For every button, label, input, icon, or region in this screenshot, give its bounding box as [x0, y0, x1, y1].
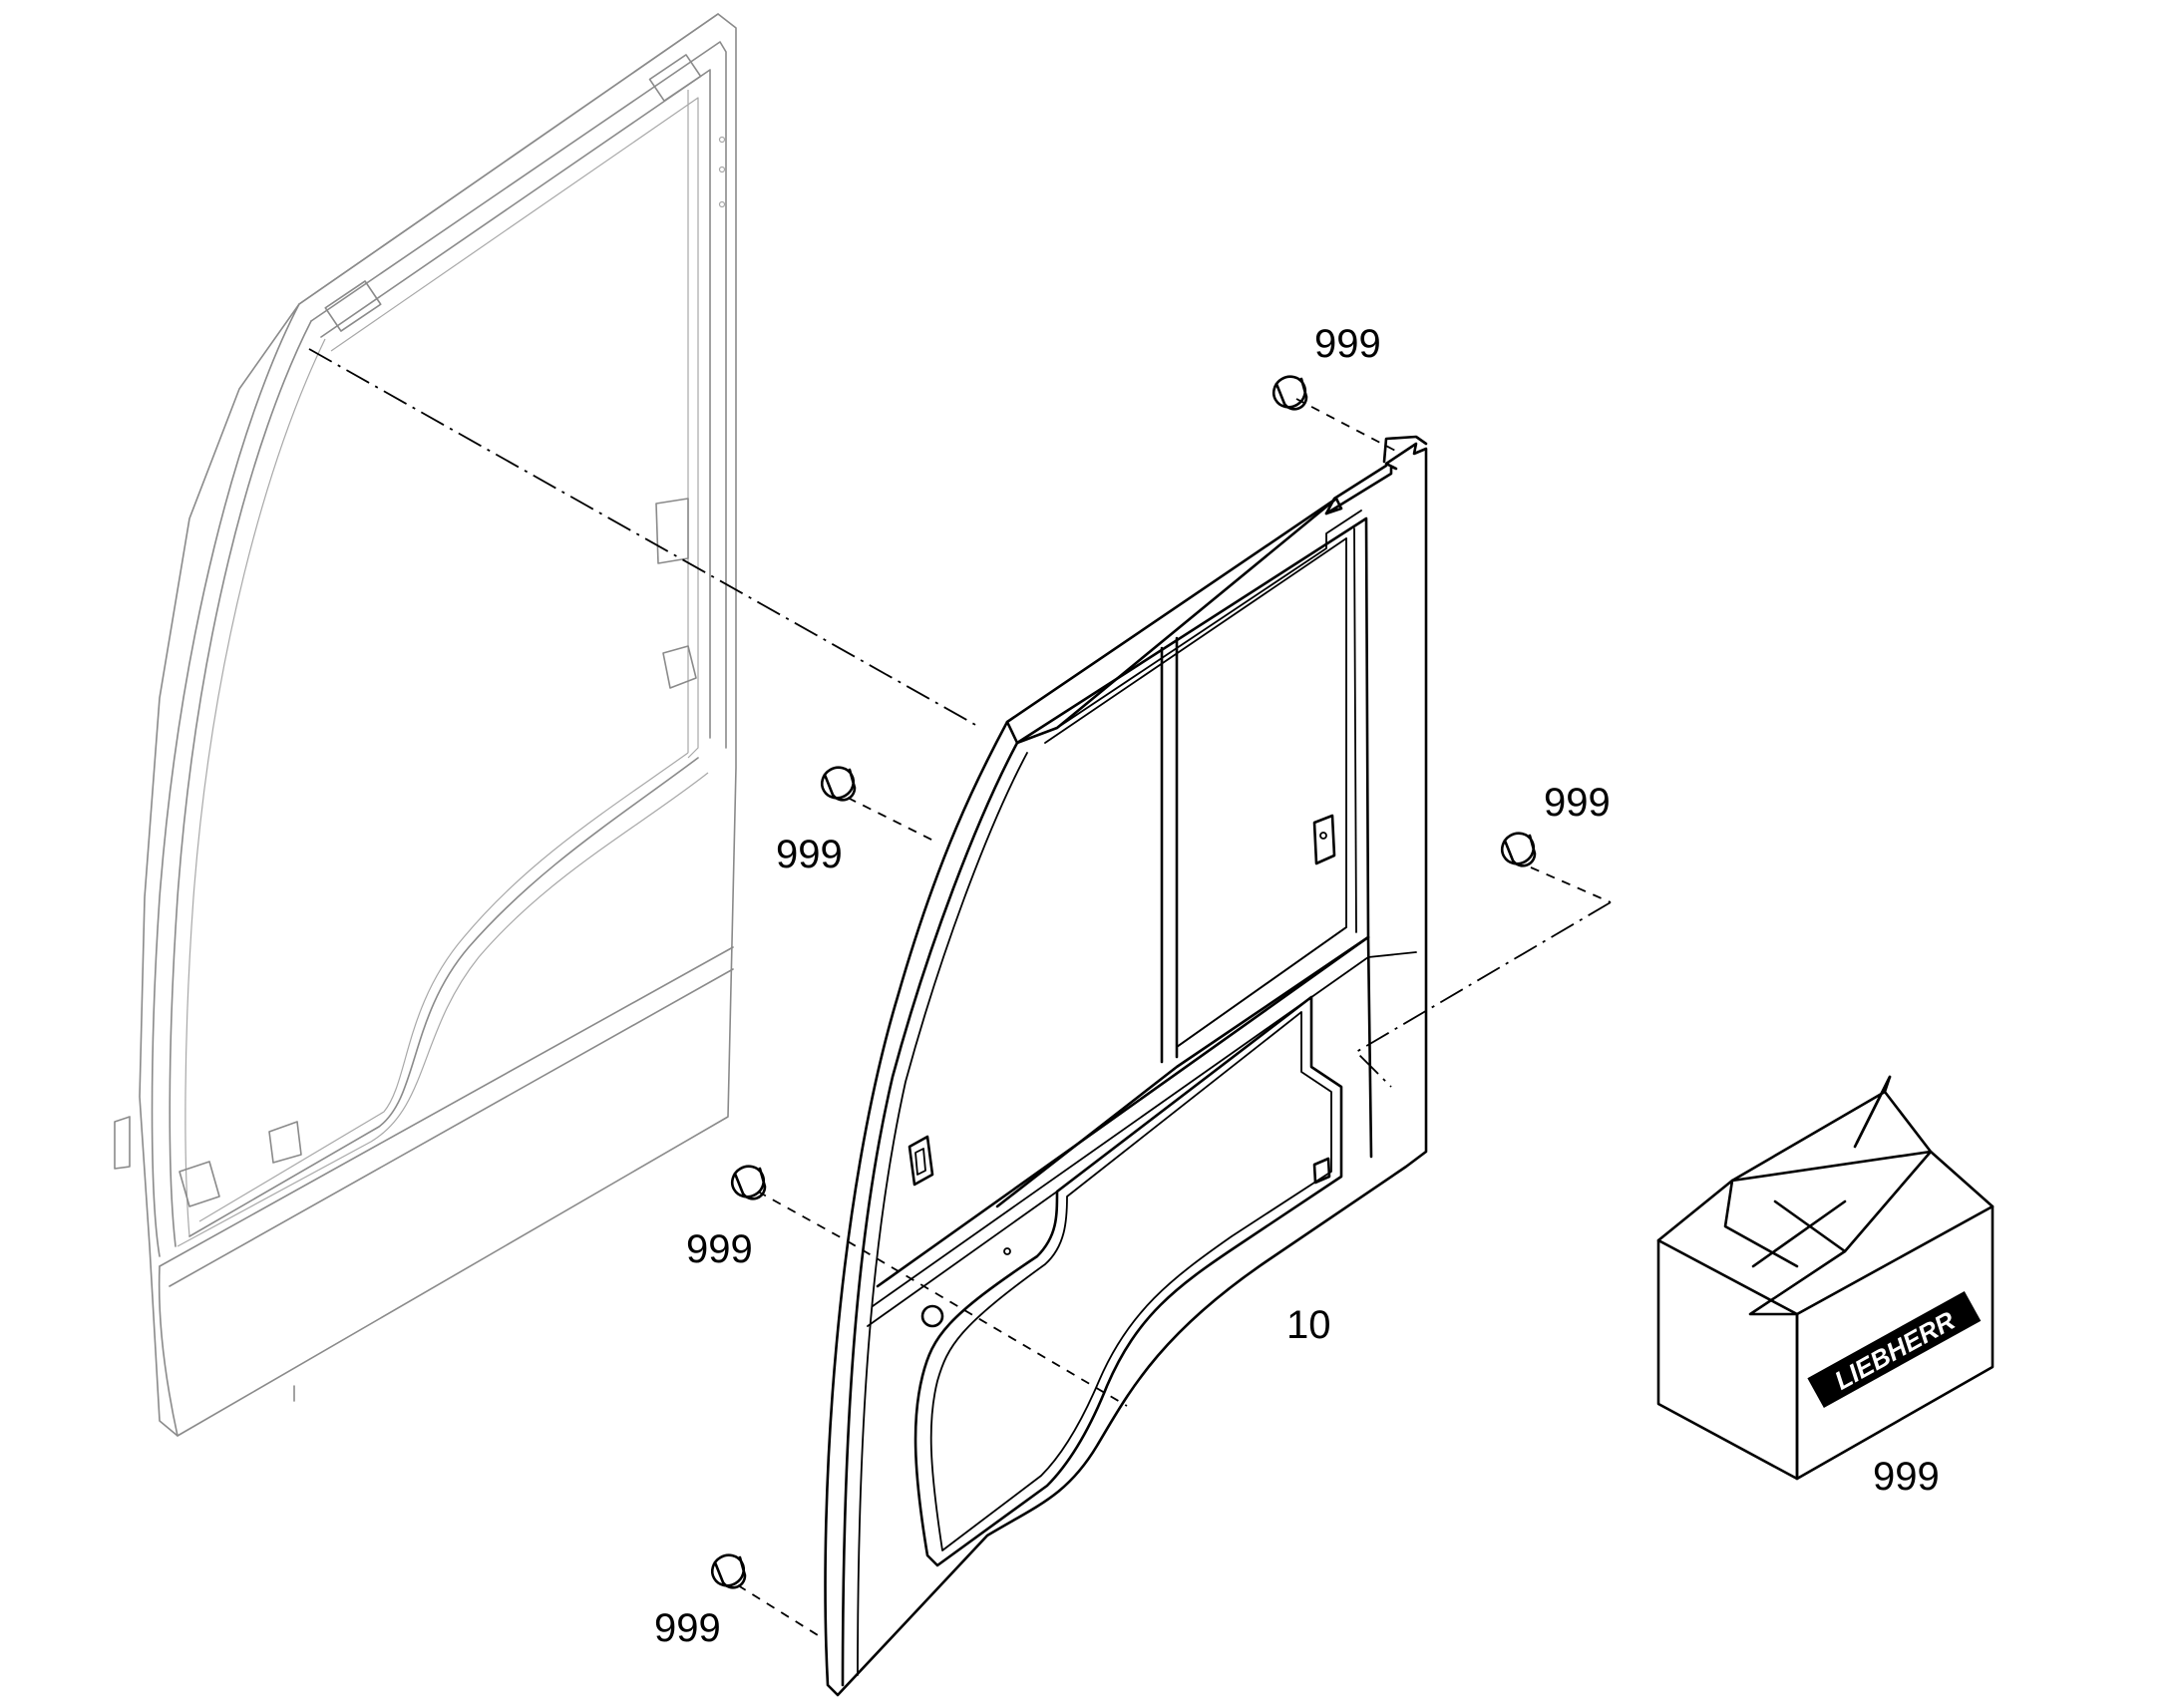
package-box: LIEBHERR [1656, 1075, 1995, 1481]
callout-package: 999 [1873, 1455, 1940, 1499]
callout-door-panel: 10 [1286, 1303, 1331, 1347]
rubber-pad-right [1500, 832, 1537, 867]
leader-lines [308, 348, 1612, 1636]
callout-pad-mid-left: 999 [776, 833, 843, 876]
callout-pad-bottom-left: 999 [654, 1606, 721, 1650]
callout-pad-lower-left: 999 [686, 1227, 753, 1271]
rubber-pad-bottom-left [710, 1553, 747, 1589]
brand-logo-text: LIEBHERR [1829, 1305, 1960, 1396]
rubber-pad-top-right [1272, 375, 1308, 411]
callout-pad-top-right: 999 [1314, 322, 1381, 366]
callout-pad-right: 999 [1544, 781, 1611, 825]
brand-logo: LIEBHERR [1807, 1290, 1982, 1408]
ghost-door-assembly [114, 13, 737, 1437]
rubber-pad-mid-left [820, 766, 857, 802]
door-panel [824, 435, 1428, 1697]
rubber-pad-lower-left [730, 1165, 767, 1200]
